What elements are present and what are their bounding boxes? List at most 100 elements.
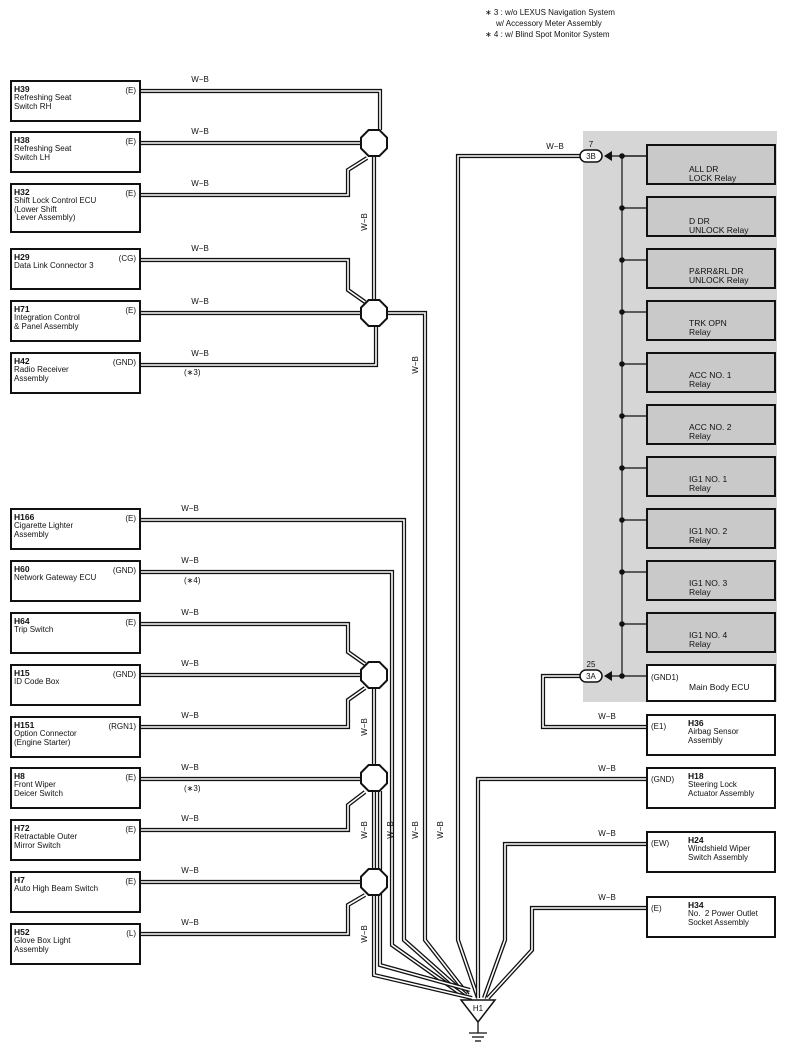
wire-h42 [141, 326, 379, 368]
wire-label-h42: W−B [191, 349, 209, 358]
ground-symbol: H1 [459, 999, 497, 1042]
splice-upper-b [360, 299, 388, 327]
component-code: H166 [14, 512, 35, 522]
component-h71: H71 Integration Control & Panel Assembly… [10, 300, 141, 342]
pin-label: (E) [125, 618, 136, 627]
pin-label: (GND) [112, 566, 136, 575]
component-h151: H151 Option Connector (Engine Starter) (… [10, 716, 141, 758]
relay-name: TRK OPN Relay [689, 318, 727, 337]
component-code: H151 [14, 720, 35, 730]
wire-label-h52: W−B [181, 918, 199, 927]
wire-h39 [141, 88, 383, 130]
pin-label: (L) [126, 929, 136, 938]
wire-label-h71: W−B [191, 297, 209, 306]
wire-label-h72: W−B [181, 814, 199, 823]
wire-label-upper-trunk: W−B [411, 356, 420, 374]
relay-name: ACC NO. 1 Relay [689, 370, 732, 389]
wire-h32-core [141, 157, 368, 196]
pin-label: (EW) [651, 839, 670, 848]
option-note-h8: (∗3) [184, 784, 201, 793]
bus-junction-dot [619, 361, 625, 367]
pin-label: (E) [651, 904, 662, 913]
wire-label-h151: W−B [181, 711, 199, 720]
wire-label-h8: W−B [181, 763, 199, 772]
component-h36: (E1) H36 Airbag Sensor Assembly [646, 714, 776, 756]
wire-label-h38: W−B [191, 127, 209, 136]
wire-h151 [141, 686, 367, 730]
component-h18: (GND) H18 Steering Lock Actuator Assembl… [646, 767, 776, 809]
component-name: Cigarette Lighter Assembly [14, 521, 74, 539]
relay-name: IG1 NO. 2 Relay [689, 526, 728, 545]
wire-label-h34: W−B [598, 893, 616, 902]
relay-d-dr-unlock: D DR UNLOCK Relay [646, 196, 776, 237]
pin-label: (E) [125, 306, 136, 315]
component-code: H39 [14, 84, 30, 94]
connector-pin: 7 [589, 140, 594, 149]
relay-all-dr-lock: ALL DR LOCK Relay [646, 144, 776, 185]
wire-h24-core [483, 843, 646, 999]
wire-label-h18: W−B [598, 764, 616, 773]
component-name: Auto High Beam Switch [14, 884, 99, 893]
pin-label: (GND) [112, 358, 136, 367]
wire-lower-mid-to-ground-core [379, 791, 471, 991]
bus-junction-dot [619, 153, 625, 159]
component-code: H15 [14, 668, 30, 678]
component-name: Windshield Wiper Switch Assembly [688, 844, 751, 862]
pin-label: (E1) [651, 722, 667, 731]
component-code: H24 [688, 835, 704, 845]
main-body-ecu: (GND1) Main Body ECU [646, 664, 776, 702]
relay-name: D DR UNLOCK Relay [689, 216, 749, 235]
relay-name: ACC NO. 2 Relay [689, 422, 732, 441]
relay-ig1-no-1: IG1 NO. 1 Relay [646, 456, 776, 497]
relay-acc-no-2: ACC NO. 2 Relay [646, 404, 776, 445]
component-name: Retractable Outer Mirror Switch [14, 832, 78, 850]
component-name: ID Code Box [14, 677, 60, 686]
component-h15: H15 ID Code Box (GND) [10, 664, 141, 706]
bus-junction-dot [619, 413, 625, 419]
relay-trk-opn: TRK OPN Relay [646, 300, 776, 341]
bus-junction-dot [619, 257, 625, 263]
option-note-h42: (∗3) [184, 368, 201, 377]
component-h42: H42 Radio Receiver Assembly (GND) [10, 352, 141, 394]
wire-h42-core [141, 326, 377, 366]
wire-labels: W−BW−BW−BW−BW−BW−BW−BW−B(∗3)W−BW−B(∗4)W−… [181, 75, 616, 943]
component-h32: H32 Shift Lock Control ECU (Lower Shift … [10, 183, 141, 233]
wire-label-h64: W−B [181, 608, 199, 617]
pin-label: (E) [125, 825, 136, 834]
wire-label-lower-link-a: W−B [360, 718, 369, 736]
component-code: H72 [14, 823, 30, 833]
pin-label: (GND) [112, 670, 136, 679]
pin-label: (E) [125, 189, 136, 198]
component-h72: H72 Retractable Outer Mirror Switch (E) [10, 819, 141, 861]
relay-p-rr-rl-dr-unlock: P&RR&RL DR UNLOCK Relay [646, 248, 776, 289]
pin-label: (E) [125, 773, 136, 782]
footnote-3-cont: w/ Accessory Meter Assembly [496, 19, 602, 28]
wire-label-lower-link-c: W−B [360, 925, 369, 943]
component-code: H60 [14, 564, 30, 574]
component-h34: (E) H34 No. 2 Power Outlet Socket Assemb… [646, 896, 776, 938]
component-code: H64 [14, 616, 30, 626]
wire-h18-core [477, 778, 646, 998]
component-h38: H38 Refreshing Seat Switch LH (E) [10, 131, 141, 173]
relay-acc-no-1: ACC NO. 1 Relay [646, 352, 776, 393]
component-code: H71 [14, 304, 30, 314]
footnotes: ∗ 3 : w/o LEXUS Navigation System w/ Acc… [485, 7, 615, 40]
component-name: Steering Lock Actuator Assembly [688, 780, 755, 798]
component-name: Front Wiper Deicer Switch [14, 780, 63, 798]
bus-junction-dot [619, 569, 625, 575]
wire-h64 [141, 621, 367, 666]
wire-label-upper-link: W−B [360, 213, 369, 231]
wire-h151-core [141, 687, 366, 728]
wire-lower-to-ground-core [373, 895, 473, 999]
component-h166: H166 Cigarette Lighter Assembly (E) [10, 508, 141, 550]
component-name: Integration Control & Panel Assembly [14, 313, 80, 331]
component-code: H18 [688, 771, 704, 781]
wire-label-lower-trunk-b: W−B [411, 821, 420, 839]
component-name: Network Gateway ECU [14, 573, 97, 582]
splice-lower-b [360, 764, 388, 792]
wire-3a-to-h36-core [542, 675, 646, 728]
component-name: Refreshing Seat Switch RH [14, 93, 72, 111]
pin-label: (E) [125, 86, 136, 95]
component-name: Data Link Connector 3 [14, 261, 94, 270]
